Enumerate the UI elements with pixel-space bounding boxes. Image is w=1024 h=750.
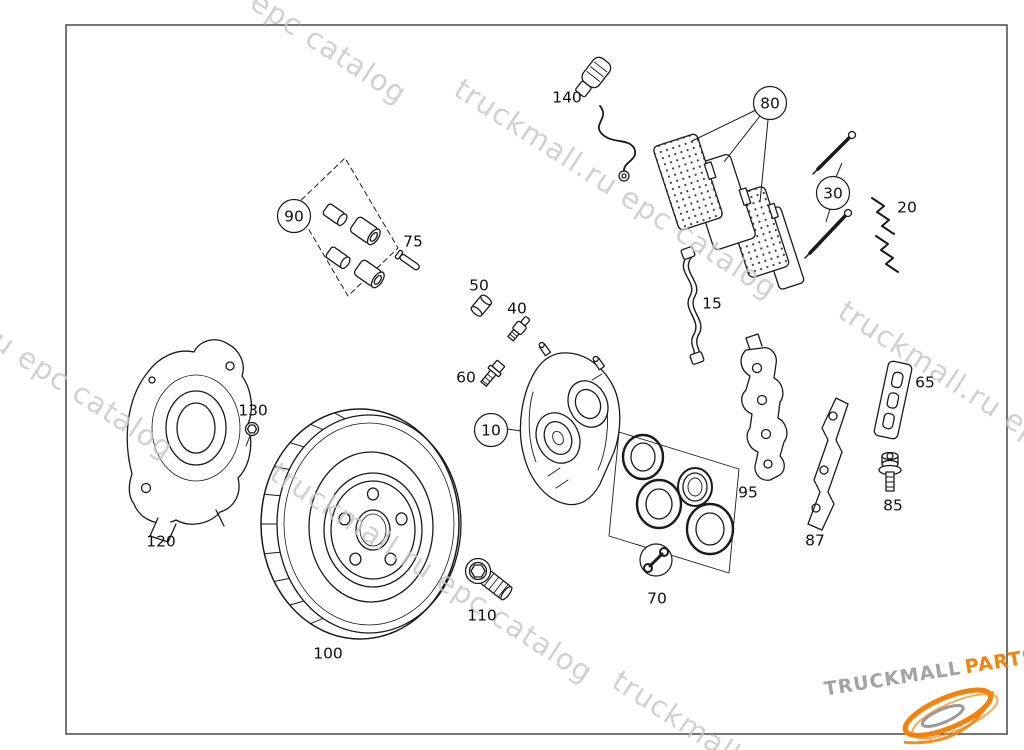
svg-text:75: 75 [403, 233, 423, 251]
bushing-kit-drawing [294, 157, 399, 297]
svg-text:85: 85 [883, 497, 903, 515]
part-label-87[interactable]: 87 [805, 532, 825, 550]
leader-lines [506, 109, 843, 432]
leader-line [506, 428, 522, 432]
part-label-140[interactable]: 140 [552, 89, 582, 107]
part-label-100[interactable]: 100 [313, 645, 343, 663]
part-label-15[interactable]: 15 [702, 295, 722, 313]
wear-plate-drawing [873, 360, 913, 440]
svg-text:10: 10 [481, 422, 501, 440]
svg-text:80: 80 [760, 95, 780, 113]
brake-hose-drawing [680, 246, 705, 365]
part-label-130[interactable]: 130 [238, 402, 268, 420]
seal-kit-drawing [608, 431, 740, 577]
part-label-40[interactable]: 40 [507, 300, 527, 318]
cap-drawing [470, 294, 493, 317]
part-label-90[interactable]: 90 [276, 198, 312, 234]
pin-75-drawing [394, 249, 420, 271]
leader-line [759, 119, 769, 203]
part-label-120[interactable]: 120 [146, 533, 176, 551]
svg-text:20: 20 [897, 199, 917, 217]
bleeder-valve-drawing [507, 316, 531, 342]
logo-swoosh-icon [902, 687, 999, 745]
nut-drawing [244, 421, 260, 447]
svg-text:87: 87 [805, 532, 825, 550]
brake-disc-drawing [260, 408, 462, 640]
svg-text:70: 70 [647, 590, 667, 608]
svg-text:60: 60 [456, 369, 476, 387]
carrier-bracket-drawing [740, 333, 788, 481]
svg-text:120: 120 [146, 533, 176, 551]
svg-text:140: 140 [552, 89, 582, 107]
part-label-70[interactable]: 70 [647, 590, 667, 608]
leader-line [825, 208, 831, 223]
svg-text:130: 130 [238, 402, 268, 420]
guide-pins-drawing [804, 130, 857, 259]
svg-text:95: 95 [738, 484, 758, 502]
retaining-clips-drawing [871, 197, 899, 273]
svg-text:110: 110 [467, 607, 497, 625]
svg-text:65: 65 [915, 374, 935, 392]
part-label-110[interactable]: 110 [467, 607, 497, 625]
svg-text:50: 50 [469, 277, 489, 295]
splash-shield-drawing [126, 339, 253, 543]
part-label-20[interactable]: 20 [897, 199, 917, 217]
leader-line [691, 109, 757, 142]
svg-text:30: 30 [823, 185, 843, 203]
svg-text:15: 15 [702, 295, 722, 313]
svg-text:100: 100 [313, 645, 343, 663]
part-label-85[interactable]: 85 [883, 497, 903, 515]
svg-text:90: 90 [284, 208, 304, 226]
leader-line [723, 115, 761, 163]
part-labels: 140 80 30 20 90 75 50 40 15 60 10 65 130 95 85 87 70 120 1… [146, 85, 935, 663]
wear-sensor-drawing [575, 56, 637, 182]
part-label-10[interactable]: 10 [473, 412, 509, 448]
part-label-75[interactable]: 75 [403, 233, 423, 251]
part-label-30[interactable]: 30 [815, 175, 851, 211]
part-label-50[interactable]: 50 [469, 277, 489, 295]
part-label-65[interactable]: 65 [915, 374, 935, 392]
wrench-icon [639, 543, 673, 577]
bolt-110-drawing [464, 557, 513, 601]
part-label-60[interactable]: 60 [456, 369, 476, 387]
svg-text:40: 40 [507, 300, 527, 318]
bolt-60-drawing [480, 359, 506, 387]
brake-pads-drawing [653, 133, 805, 290]
leader-line [835, 162, 843, 178]
part-label-80[interactable]: 80 [752, 85, 788, 121]
brake-caliper-drawing [519, 341, 621, 506]
bolt-85-drawing [878, 451, 902, 492]
part-label-95[interactable]: 95 [738, 484, 758, 502]
cover-plate-drawing [807, 397, 849, 531]
